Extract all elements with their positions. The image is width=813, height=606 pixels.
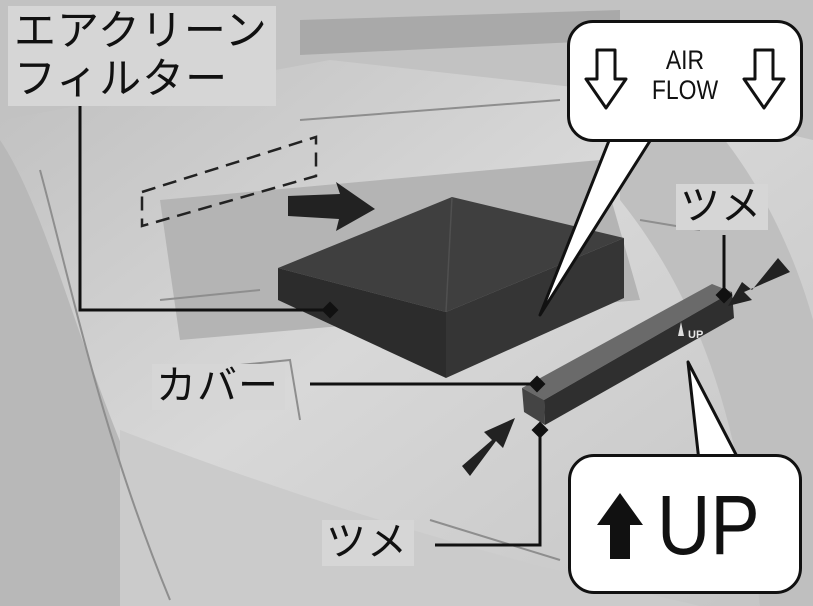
leader-endpoints bbox=[321, 286, 733, 439]
filter-label-line1: エアクリーン bbox=[14, 6, 268, 55]
up-text: UP bbox=[657, 478, 760, 572]
push-arrow-icon bbox=[462, 418, 515, 476]
lower-panel bbox=[120, 430, 700, 606]
up-arrow-icon bbox=[678, 322, 684, 336]
hollow-down-arrow-icon bbox=[584, 48, 628, 110]
push-arrow-icon bbox=[728, 258, 790, 306]
push-arrow-icon bbox=[288, 182, 375, 231]
hollow-down-arrow-icon bbox=[742, 48, 786, 110]
up-callout: UP bbox=[568, 454, 802, 594]
left-panel bbox=[0, 140, 200, 606]
dashboard-vent bbox=[300, 10, 620, 55]
airflow-text: AIR FLOW bbox=[643, 45, 726, 105]
filter-label-line2: フィルター bbox=[14, 54, 229, 103]
leader-lines bbox=[78, 106, 726, 547]
filter-cover bbox=[522, 284, 734, 425]
airflow-text-line1: AIR bbox=[665, 45, 705, 75]
cover-label: カバー bbox=[152, 364, 285, 410]
tab-label-top: ツメ bbox=[676, 184, 768, 230]
air-cleaner-filter bbox=[278, 196, 624, 378]
tab-label-bottom: ツメ bbox=[322, 520, 414, 566]
airflow-text-line2: FLOW bbox=[651, 75, 719, 105]
airflow-callout: AIR FLOW bbox=[567, 20, 803, 142]
air-cleaner-filter-label: エアクリーン フィルター bbox=[8, 6, 276, 106]
up-arrow-icon bbox=[597, 493, 643, 559]
filter-slot-outline bbox=[140, 135, 318, 228]
cover-up-marking: UP bbox=[688, 329, 703, 341]
